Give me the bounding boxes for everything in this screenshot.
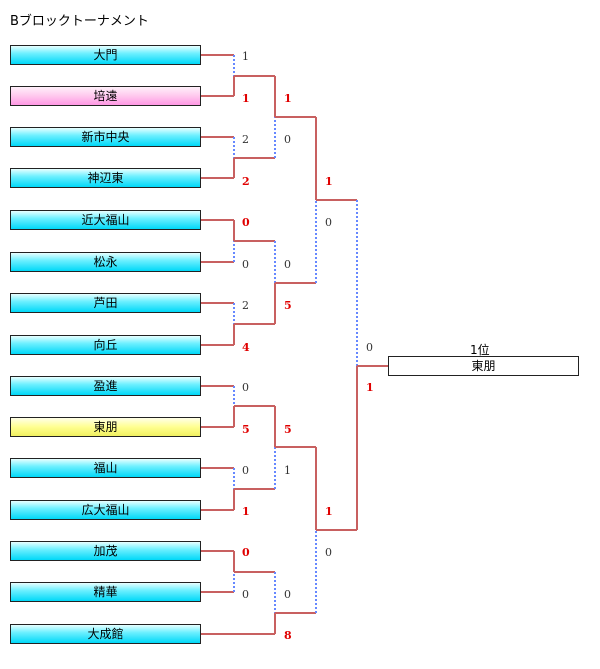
score-label: 2	[242, 299, 249, 312]
score-label: 4	[242, 341, 250, 354]
score-label: 0	[284, 258, 291, 271]
team-box[interactable]: 精華	[10, 582, 201, 602]
team-box[interactable]: 広大福山	[10, 500, 201, 520]
score-label: 1	[325, 505, 333, 518]
score-label: 5	[284, 299, 292, 312]
score-label: 1	[242, 505, 250, 518]
team-box[interactable]: 近大福山	[10, 210, 201, 230]
score-label: 0	[242, 258, 249, 271]
score-label: 1	[366, 381, 374, 394]
page-title: Bブロックトーナメント	[10, 14, 149, 29]
team-box[interactable]: 盈進	[10, 376, 201, 396]
team-box[interactable]: 松永	[10, 252, 201, 272]
score-label: 0	[325, 546, 332, 559]
score-label: 1	[325, 175, 333, 188]
team-box[interactable]: 神辺東	[10, 168, 201, 188]
score-label: 0	[325, 216, 332, 229]
score-label: 1	[242, 92, 250, 105]
score-label: 8	[284, 629, 292, 642]
team-box[interactable]: 向丘	[10, 335, 201, 355]
score-label: 0	[284, 588, 291, 601]
score-label: 1	[242, 50, 249, 63]
score-label: 5	[242, 423, 250, 436]
team-box[interactable]: 福山	[10, 458, 201, 478]
champion-label: 1位	[470, 343, 490, 357]
score-label: 0	[284, 133, 291, 146]
score-label: 5	[284, 423, 292, 436]
team-box[interactable]: 大門	[10, 45, 201, 65]
champion-box[interactable]: 東朋	[388, 356, 579, 376]
team-box[interactable]: 芦田	[10, 293, 201, 313]
team-box[interactable]: 東朋	[10, 417, 201, 437]
team-box[interactable]: 加茂	[10, 541, 201, 561]
score-label: 0	[242, 588, 249, 601]
score-label: 2	[242, 133, 249, 146]
score-label: 1	[284, 92, 292, 105]
score-label: 0	[242, 546, 250, 559]
team-box[interactable]: 新市中央	[10, 127, 201, 147]
team-box[interactable]: 大成館	[10, 624, 201, 644]
score-label: 0	[242, 216, 250, 229]
score-label: 1	[284, 464, 291, 477]
score-label: 0	[366, 341, 373, 354]
team-box[interactable]: 培遠	[10, 86, 201, 106]
score-label: 0	[242, 381, 249, 394]
score-label: 2	[242, 175, 250, 188]
score-label: 0	[242, 464, 249, 477]
